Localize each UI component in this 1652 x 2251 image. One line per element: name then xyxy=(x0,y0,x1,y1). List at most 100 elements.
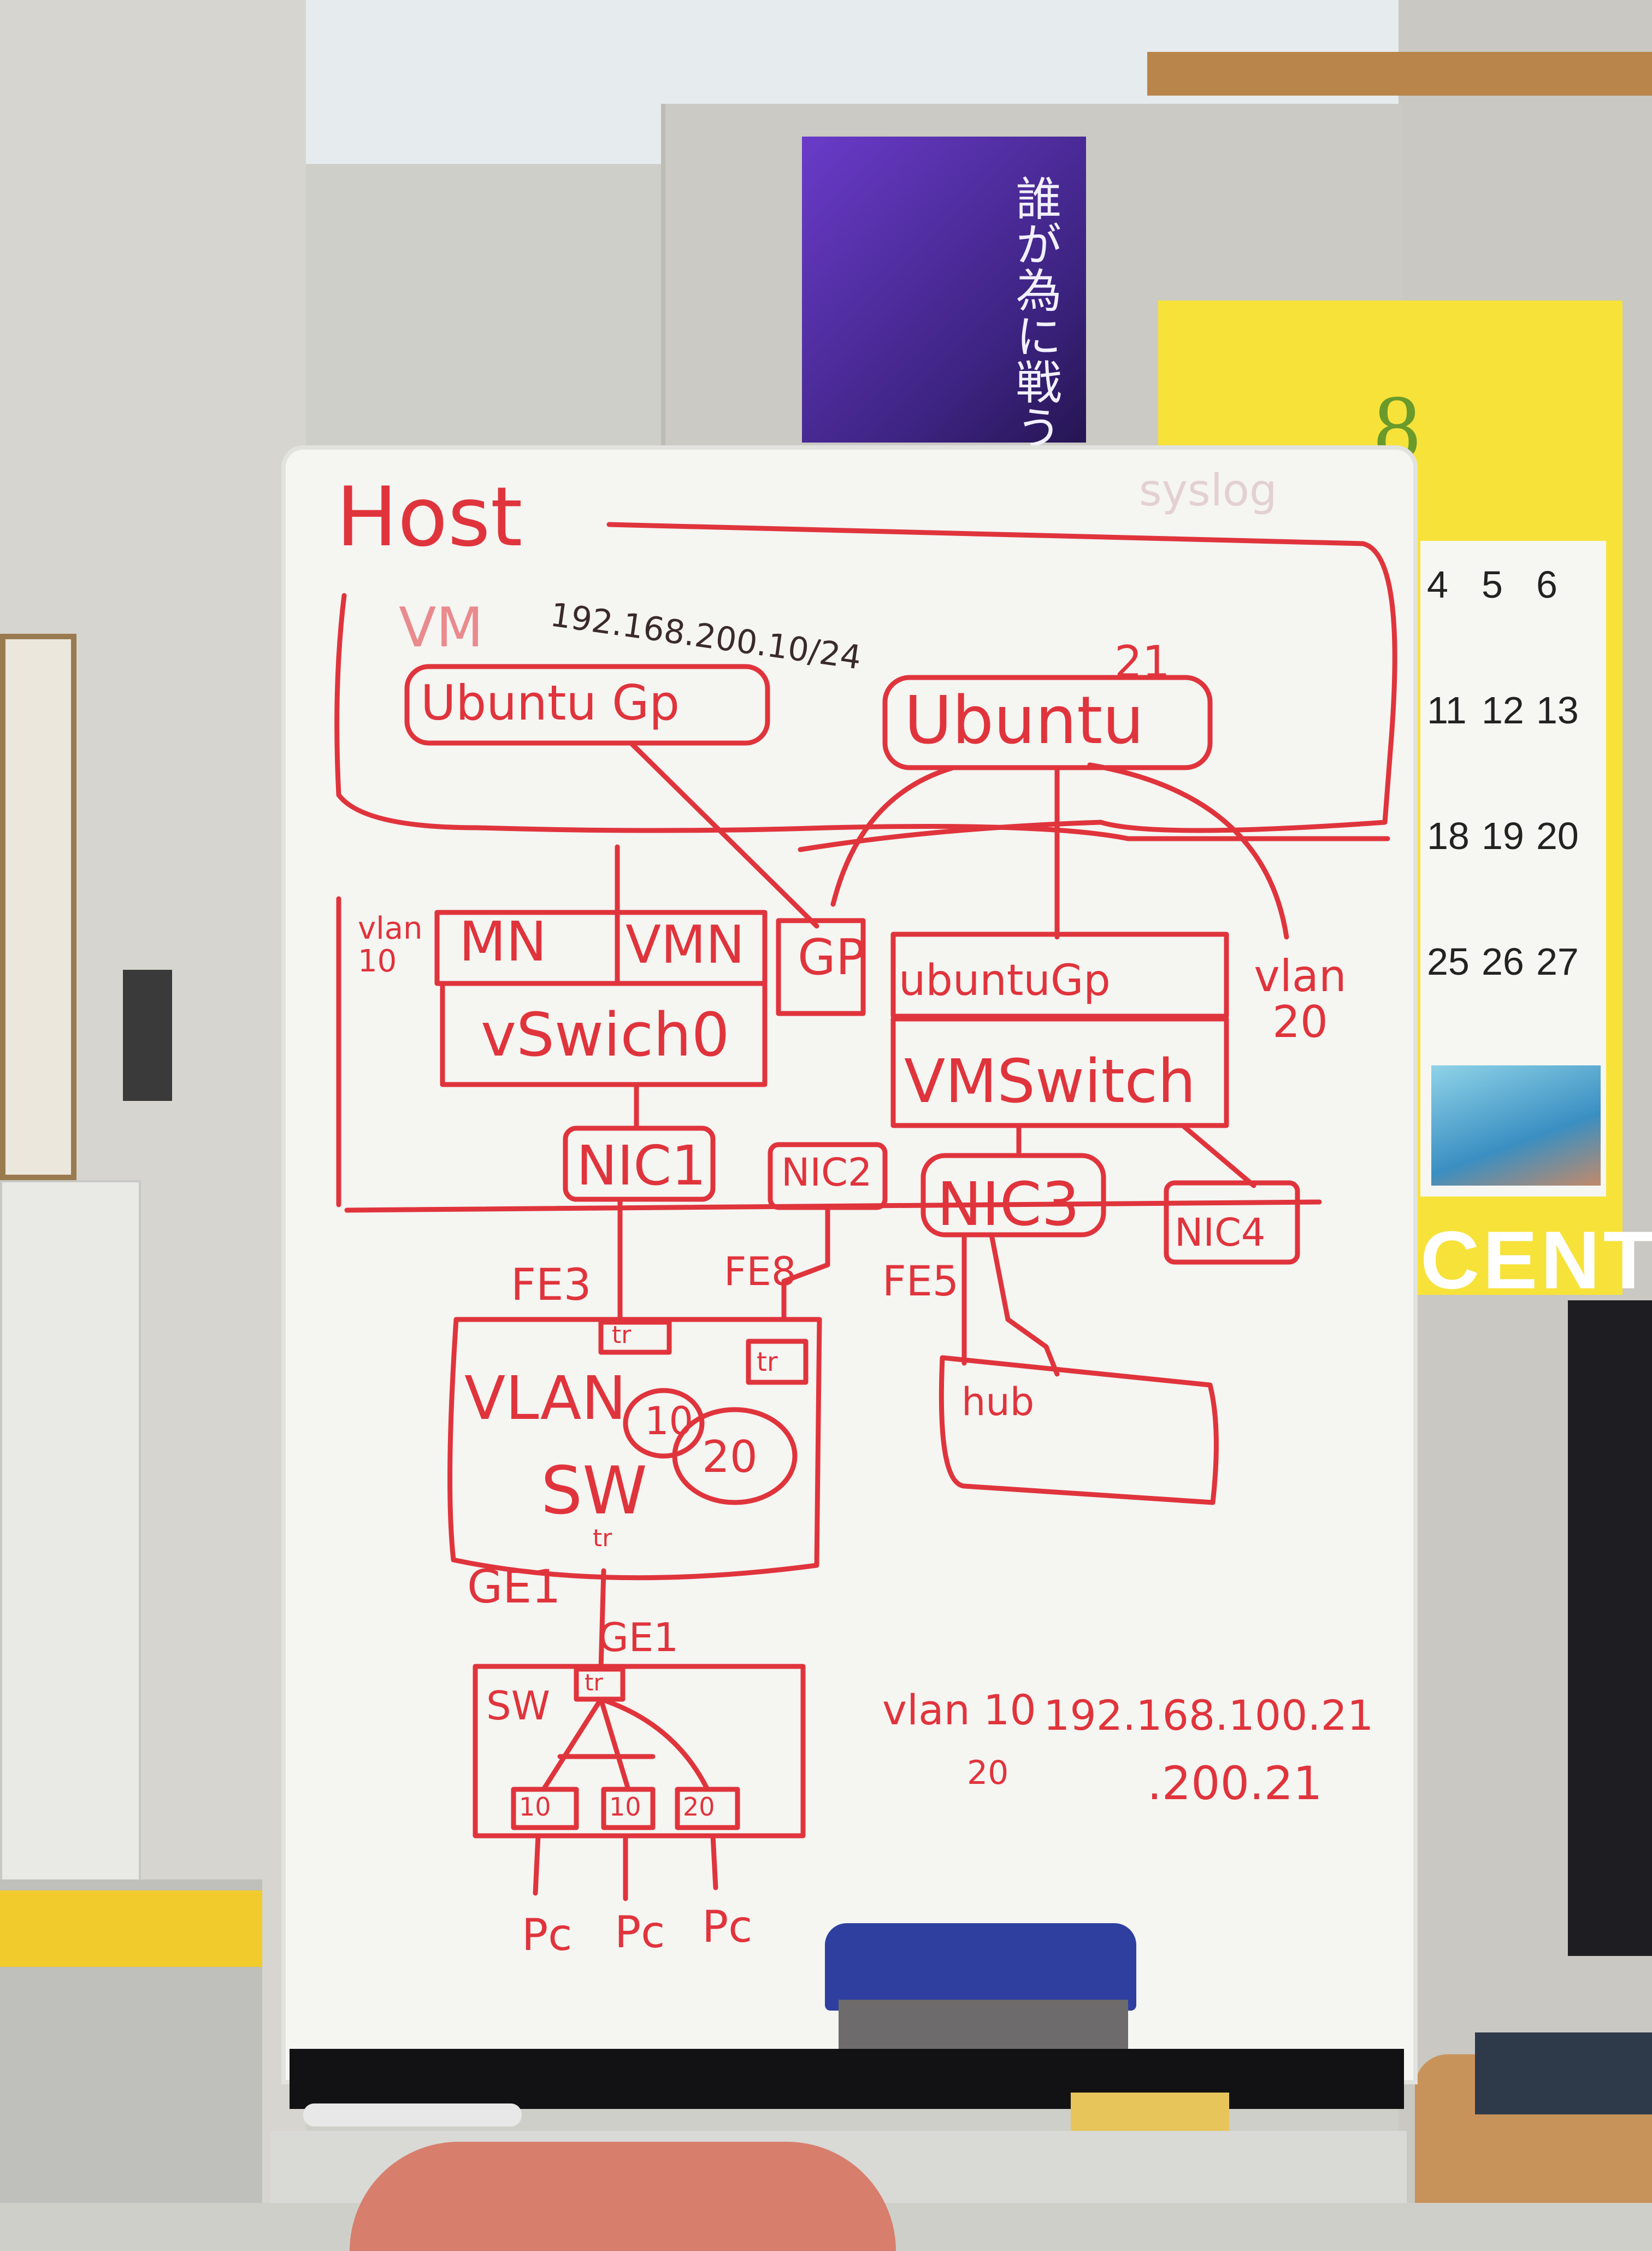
tr2-label: tr xyxy=(757,1347,778,1377)
pc-drop-3 xyxy=(710,1833,718,1890)
mn-label: MN xyxy=(459,910,547,974)
calendar-day: 6 xyxy=(1536,563,1557,606)
nic1-label: NIC1 xyxy=(576,1134,706,1198)
port-20-label: 20 xyxy=(683,1792,715,1822)
marker xyxy=(303,2103,522,2126)
ge1-b-label: GE1 xyxy=(598,1614,679,1660)
vlan-sw-label: VLAN xyxy=(464,1363,627,1433)
vswitch0-box xyxy=(440,981,768,1087)
pc3-label: Pc xyxy=(702,1901,753,1952)
calendar-photo xyxy=(1431,1065,1601,1186)
calendar-day: 18 xyxy=(1427,815,1470,857)
sw-label: SW xyxy=(541,1453,647,1529)
pc1-label: Pc xyxy=(522,1910,573,1960)
vlan20-circle xyxy=(672,1407,798,1505)
faded-text: syslog xyxy=(1139,465,1277,516)
calendar-day: 12 xyxy=(1482,689,1524,732)
fe3-label: FE3 xyxy=(511,1259,592,1310)
tr1-box xyxy=(598,1319,672,1355)
calendar-day: 4 xyxy=(1427,563,1448,606)
pc2-label: Pc xyxy=(615,1907,665,1958)
tr2-box xyxy=(746,1339,809,1385)
vlan10-ip: 192.168.100.21 xyxy=(1043,1691,1374,1740)
ubuntu-label: Ubuntu xyxy=(904,683,1144,759)
wall-switch xyxy=(123,970,172,1101)
ubuntu-gp-label: Ubuntu Gp xyxy=(421,675,680,731)
left-noticeboard xyxy=(0,634,76,1180)
network-diagram: syslog xyxy=(334,465,1397,1901)
vswitch0-label: vSwich0 xyxy=(481,1000,730,1070)
fe5-label: FE5 xyxy=(882,1257,959,1305)
calendar-day: 26 xyxy=(1482,940,1524,983)
vm-label: VM xyxy=(399,596,483,659)
vmswitch-label: VMSwitch xyxy=(904,1046,1196,1116)
gp-label: GP xyxy=(798,929,866,986)
vmn-label: VMN xyxy=(626,915,745,975)
calendar-day: 19 xyxy=(1482,815,1524,857)
calendar-day: 25 xyxy=(1427,940,1470,983)
wooden-shelf xyxy=(1147,52,1652,96)
calendar-day: 11 xyxy=(1427,689,1467,732)
nic4-box xyxy=(1164,1180,1300,1265)
ubuntu-gp-box xyxy=(404,664,770,746)
hub-box xyxy=(939,1355,1219,1505)
ubuntu-gp2-box xyxy=(890,932,1229,1019)
ubuntu-id: 21 xyxy=(1114,637,1170,687)
link-nic2-tr xyxy=(781,1205,830,1322)
calendar-day: 27 xyxy=(1536,940,1579,983)
ge1-a-label: GE1 xyxy=(467,1560,561,1613)
nic2-label: NIC2 xyxy=(781,1150,872,1195)
refrigerator xyxy=(0,1180,141,1895)
poster-text: 誰が為に戦う xyxy=(1008,175,1062,450)
host-box xyxy=(606,522,1397,852)
tr1-label: tr xyxy=(612,1321,632,1349)
whiteboard-tray xyxy=(290,2049,1404,2109)
trash-bin-lid xyxy=(0,1890,262,1967)
link-sw-sw2 xyxy=(598,1568,606,1672)
purple-poster xyxy=(802,137,1086,443)
vlan-sw-10: 10 xyxy=(645,1399,694,1443)
fe8-label: FE8 xyxy=(724,1248,796,1294)
sw2-label: SW xyxy=(486,1683,550,1729)
chair-back xyxy=(350,2142,896,2251)
nic1-box xyxy=(563,1126,716,1202)
vlan10-circle xyxy=(623,1388,705,1459)
gp-box xyxy=(776,918,866,1016)
vm-box xyxy=(334,593,830,833)
vlan-sw-box xyxy=(447,1317,822,1581)
vlan10-label: vlan 10 xyxy=(358,911,423,979)
calendar-day: 5 xyxy=(1482,563,1503,606)
arc-ubuntu-right xyxy=(1087,762,1289,940)
vmswitch-box xyxy=(890,1016,1229,1128)
calendar-day: 13 xyxy=(1536,689,1579,732)
nic3-box xyxy=(921,1153,1106,1238)
link-ubuntugp-gp xyxy=(628,740,819,929)
tr4-label: tr xyxy=(585,1669,603,1696)
vlan-sw-20: 20 xyxy=(702,1431,758,1482)
hub-label: hub xyxy=(961,1380,1035,1424)
link-nic3-hub xyxy=(989,1232,1060,1377)
ubuntu-gp2-label: ubuntuGp xyxy=(899,956,1111,1005)
fan-lines xyxy=(541,1696,710,1792)
calendar-day: 20 xyxy=(1536,815,1579,857)
pc-drop-1 xyxy=(533,1833,541,1896)
nic4-label: NIC4 xyxy=(1175,1210,1266,1255)
host-title: Host xyxy=(336,470,523,565)
vm-box-right xyxy=(825,824,1390,841)
whiteboard-eraser xyxy=(825,1923,1136,2011)
computer-monitor xyxy=(1568,1300,1652,1956)
vlan10-ip-label: vlan 10 xyxy=(882,1686,1036,1734)
vlan20-ip: .200.21 xyxy=(1147,1757,1323,1810)
whiteboard xyxy=(281,445,1418,2084)
port-10a-label: 10 xyxy=(519,1792,551,1822)
calendar-brand: CENT xyxy=(1420,1214,1652,1306)
vlan20-label: vlan 20 xyxy=(1254,951,1347,1047)
port-10b-label: 10 xyxy=(609,1792,641,1822)
vlan20-ip-label: 20 xyxy=(967,1754,1009,1792)
sw2-box xyxy=(473,1664,806,1838)
link-vmswitch-nic4 xyxy=(1180,1123,1256,1188)
arc-ubuntu-gp xyxy=(830,765,956,907)
ubuntu-box xyxy=(882,675,1213,770)
hard-drive xyxy=(1475,2032,1652,2114)
tr3-label: tr xyxy=(593,1524,612,1552)
